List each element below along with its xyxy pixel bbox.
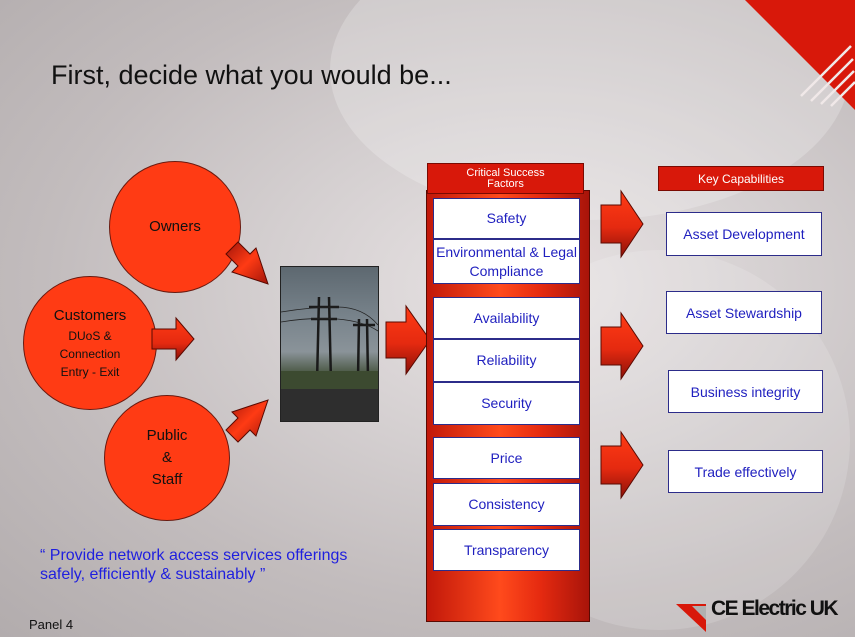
capability-asset-development: Asset Development <box>666 212 822 256</box>
mission-quote: “ Provide network access services offeri… <box>40 547 348 583</box>
arrow-public-icon <box>225 399 269 443</box>
key-capabilities-header: Key Capabilities <box>658 166 824 191</box>
factor-security: Security <box>433 382 580 425</box>
factor-reliability: Reliability <box>433 339 580 382</box>
factor-environmental-legal-compliance: Environmental & Legal Compliance <box>433 239 580 284</box>
arrow-factors-to-capabilities-icon <box>600 430 644 500</box>
owners-label: Owners <box>149 218 201 235</box>
customers-line-2: Connection <box>59 347 121 361</box>
ce-electric-logo-icon <box>676 604 706 632</box>
csf-header-line-2: Factors <box>487 177 524 190</box>
public-line-3: Staff <box>151 471 183 488</box>
arrow-factors-to-capabilities-icon <box>600 189 644 259</box>
corner-stripes-icon <box>745 0 855 110</box>
capability-business-integrity: Business integrity <box>668 370 823 413</box>
arrow-photo-to-factors-icon <box>385 304 431 376</box>
capability-trade-effectively: Trade effectively <box>668 450 823 493</box>
customers-line-3: Entry - Exit <box>60 365 120 379</box>
csf-header-line-1: Critical Success <box>466 166 545 179</box>
public-line-2: & <box>161 449 172 466</box>
capability-asset-stewardship: Asset Stewardship <box>666 291 822 334</box>
public-circle: Public & Staff <box>104 395 230 521</box>
factor-transparency: Transparency <box>433 529 580 571</box>
factor-availability: Availability <box>433 297 580 339</box>
logo-text: CE Electric UK <box>711 597 839 620</box>
power-line-photo <box>280 266 379 422</box>
factor-consistency: Consistency <box>433 483 580 526</box>
owners-circle: Owners <box>109 161 241 293</box>
factor-safety: Safety <box>433 198 580 239</box>
public-line-1: Public <box>146 427 188 444</box>
customers-circle: Customers DUoS & Connection Entry - Exit <box>23 276 157 410</box>
critical-success-factors-header: Critical Success Factors <box>427 163 584 194</box>
customers-line-1: DUoS & <box>68 329 112 343</box>
arrow-customers-icon <box>151 316 195 362</box>
panel-number: Panel 4 <box>29 617 74 632</box>
arrow-owners-icon <box>225 241 269 285</box>
slide-title: First, decide what you would be... <box>51 60 452 90</box>
arrow-factors-to-capabilities-icon <box>600 311 644 381</box>
customers-label: Customers <box>53 307 127 324</box>
factor-price: Price <box>433 437 580 479</box>
